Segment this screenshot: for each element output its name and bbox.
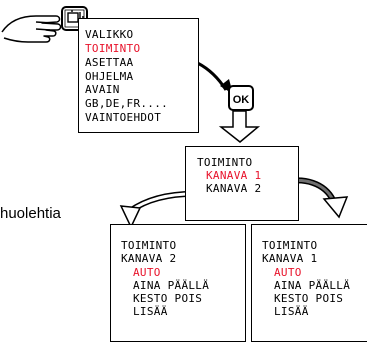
main-menu-title: VALIKKO: [85, 28, 134, 41]
channel-1-menu-screen: TOIMINTO KANAVA 1 AUTO AINA PÄÄLLÄ KESTO…: [251, 224, 367, 342]
ok-button: OK: [228, 85, 254, 111]
main-menu-item-asettaa: ASETTAA: [85, 56, 134, 69]
side-label: huolehtia: [0, 205, 61, 222]
channel-1-menu-channel: KANAVA 1: [262, 252, 318, 265]
channel-2-menu-item-auto: AUTO: [133, 266, 161, 279]
channel-2-menu-item-kesto-pois: KESTO POIS: [133, 292, 203, 305]
down-arrow-icon: [218, 110, 261, 143]
left-arrowhead-icon: [119, 205, 142, 229]
main-menu-item-vaintoehdot: VAINTOEHDOT: [85, 111, 162, 124]
main-menu-item-languages: GB,DE,FR....: [85, 97, 169, 110]
channel-1-menu-item-kesto-pois: KESTO POIS: [274, 292, 344, 305]
function-menu-item-kanava-1: KANAVA 1: [206, 169, 262, 182]
function-menu-screen: TOIMINTO KANAVA 1 KANAVA 2: [185, 146, 299, 221]
channel-2-menu-item-aina-paalla: AINA PÄÄLLÄ: [133, 279, 210, 292]
channel-1-menu-item-aina-paalla: AINA PÄÄLLÄ: [274, 279, 351, 292]
main-menu-item-toiminto: TOIMINTO: [85, 42, 141, 55]
ok-label: OK: [233, 94, 250, 106]
main-menu-screen: VALIKKO TOIMINTO ASETTAA OHJELMA AVAIN G…: [78, 18, 199, 133]
main-menu-item-avain: AVAIN: [85, 83, 120, 96]
channel-2-menu-channel: KANAVA 2: [121, 252, 177, 265]
channel-2-menu-screen: TOIMINTO KANAVA 2 AUTO AINA PÄÄLLÄ KESTO…: [110, 224, 246, 342]
channel-2-menu-title: TOIMINTO: [121, 239, 177, 252]
channel-1-menu-item-lisaa: LISÄÄ: [274, 305, 309, 318]
channel-2-menu-item-lisaa: LISÄÄ: [133, 305, 168, 318]
function-menu-item-kanava-2: KANAVA 2: [206, 182, 262, 195]
pointing-hand-icon: [1, 15, 62, 43]
channel-1-menu-item-auto: AUTO: [274, 266, 302, 279]
right-arrowhead-icon: [322, 196, 349, 219]
function-menu-title: TOIMINTO: [197, 156, 253, 169]
main-menu-item-ohjelma: OHJELMA: [85, 70, 134, 83]
channel-1-menu-title: TOIMINTO: [262, 239, 318, 252]
